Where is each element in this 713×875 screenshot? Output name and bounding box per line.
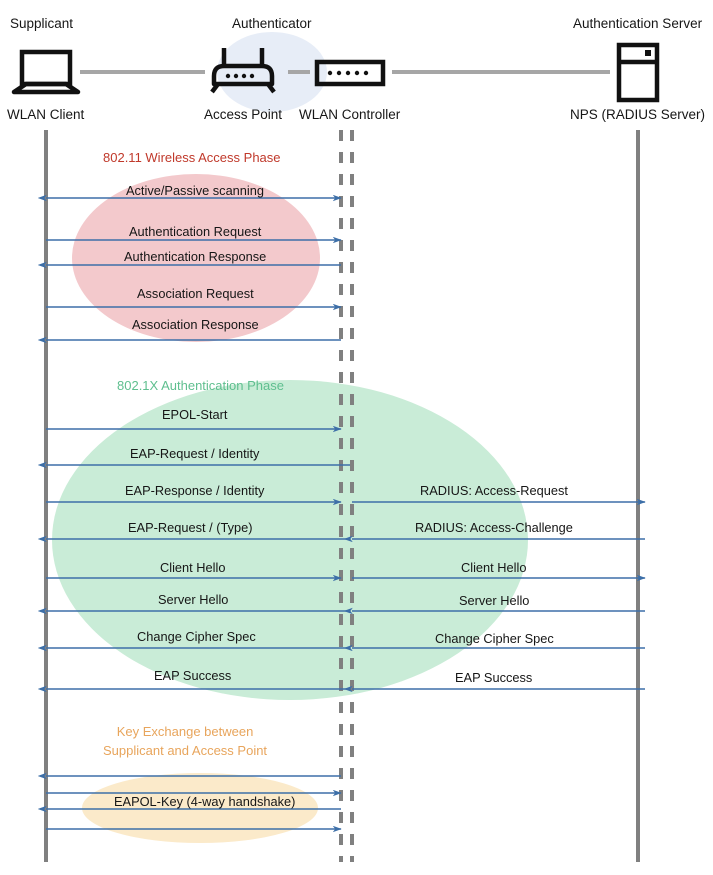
phase-8021x-title-line-0: 802.1X Authentication Phase xyxy=(117,378,284,393)
controller-led-3 xyxy=(354,70,360,76)
message-label: Change Cipher Spec xyxy=(137,629,256,644)
controller-led-1 xyxy=(336,70,342,76)
message-label: Association Request xyxy=(137,286,254,301)
controller-led-2 xyxy=(345,70,351,76)
laptop-icon xyxy=(11,49,81,95)
phase-80211-title: 802.11 Wireless Access Phase xyxy=(103,148,281,167)
message-label: Authentication Request xyxy=(129,224,262,239)
message-arrows xyxy=(37,194,646,833)
ap-led-0 xyxy=(225,73,231,79)
actor-role-1: Authenticator xyxy=(232,16,312,31)
ap-led-1 xyxy=(233,73,239,79)
message-label: Server Hello xyxy=(158,592,229,607)
phase-8021x-title: 802.1X Authentication Phase xyxy=(117,376,284,395)
phase-key-exchange-title-line-0: Key Exchange between xyxy=(116,724,254,739)
lifelines xyxy=(44,130,640,862)
message-label: Server Hello xyxy=(459,593,530,608)
ap-led-3 xyxy=(249,73,255,79)
server-chassis xyxy=(616,42,660,103)
message-label: EAPOL-Key (4-way handshake) xyxy=(114,794,296,809)
phase-80211-title-line-0: 802.11 Wireless Access Phase xyxy=(103,150,281,165)
laptop-screen xyxy=(19,49,73,87)
controller-body xyxy=(314,59,386,87)
actor-role-3: Authentication Server xyxy=(573,16,703,31)
phase-8021x-ellipse xyxy=(52,380,528,700)
message-label: Client Hello xyxy=(160,560,226,575)
phase-key-exchange-ellipse xyxy=(82,773,318,843)
message-label: EAP-Request / Identity xyxy=(130,446,260,461)
message-label: Association Response xyxy=(132,317,259,332)
message-label: Authentication Response xyxy=(124,249,267,264)
message-label: EAP Success xyxy=(455,670,533,685)
phase-ellipses xyxy=(52,174,528,843)
controller-led-4 xyxy=(363,70,369,76)
phase-key-exchange-title-line-1: Supplicant and Access Point xyxy=(103,743,268,758)
server-led xyxy=(645,50,651,56)
access-point-icon xyxy=(210,48,276,94)
actor-device-1: Access Point xyxy=(204,107,283,122)
message-label: RADIUS: Access-Request xyxy=(420,483,568,498)
message-label: Change Cipher Spec xyxy=(435,631,554,646)
actor-device-3: NPS (RADIUS Server) xyxy=(570,107,706,122)
wlan-controller-icon xyxy=(314,59,386,87)
controller-led-0 xyxy=(327,70,333,76)
server-icon xyxy=(616,42,660,103)
message-label: EAP Success xyxy=(154,668,232,683)
ap-led-2 xyxy=(241,73,247,79)
actor-role-0: Supplicant xyxy=(10,16,74,31)
message-label: EAP-Request / (Type) xyxy=(128,520,253,535)
ap-body xyxy=(211,63,275,87)
message-label: EPOL-Start xyxy=(162,407,228,422)
message-label: EAP-Response / Identity xyxy=(125,483,265,498)
laptop-base xyxy=(11,81,81,95)
message-label: Active/Passive scanning xyxy=(126,183,264,198)
message-label: Client Hello xyxy=(461,560,527,575)
device-icons xyxy=(11,42,660,103)
phase-80211-ellipse xyxy=(72,174,320,342)
actor-device-2: WLAN Controller xyxy=(299,107,401,122)
actor-device-0: WLAN Client xyxy=(7,107,85,122)
ap-feet xyxy=(210,82,276,94)
message-label: RADIUS: Access-Challenge xyxy=(415,520,573,535)
